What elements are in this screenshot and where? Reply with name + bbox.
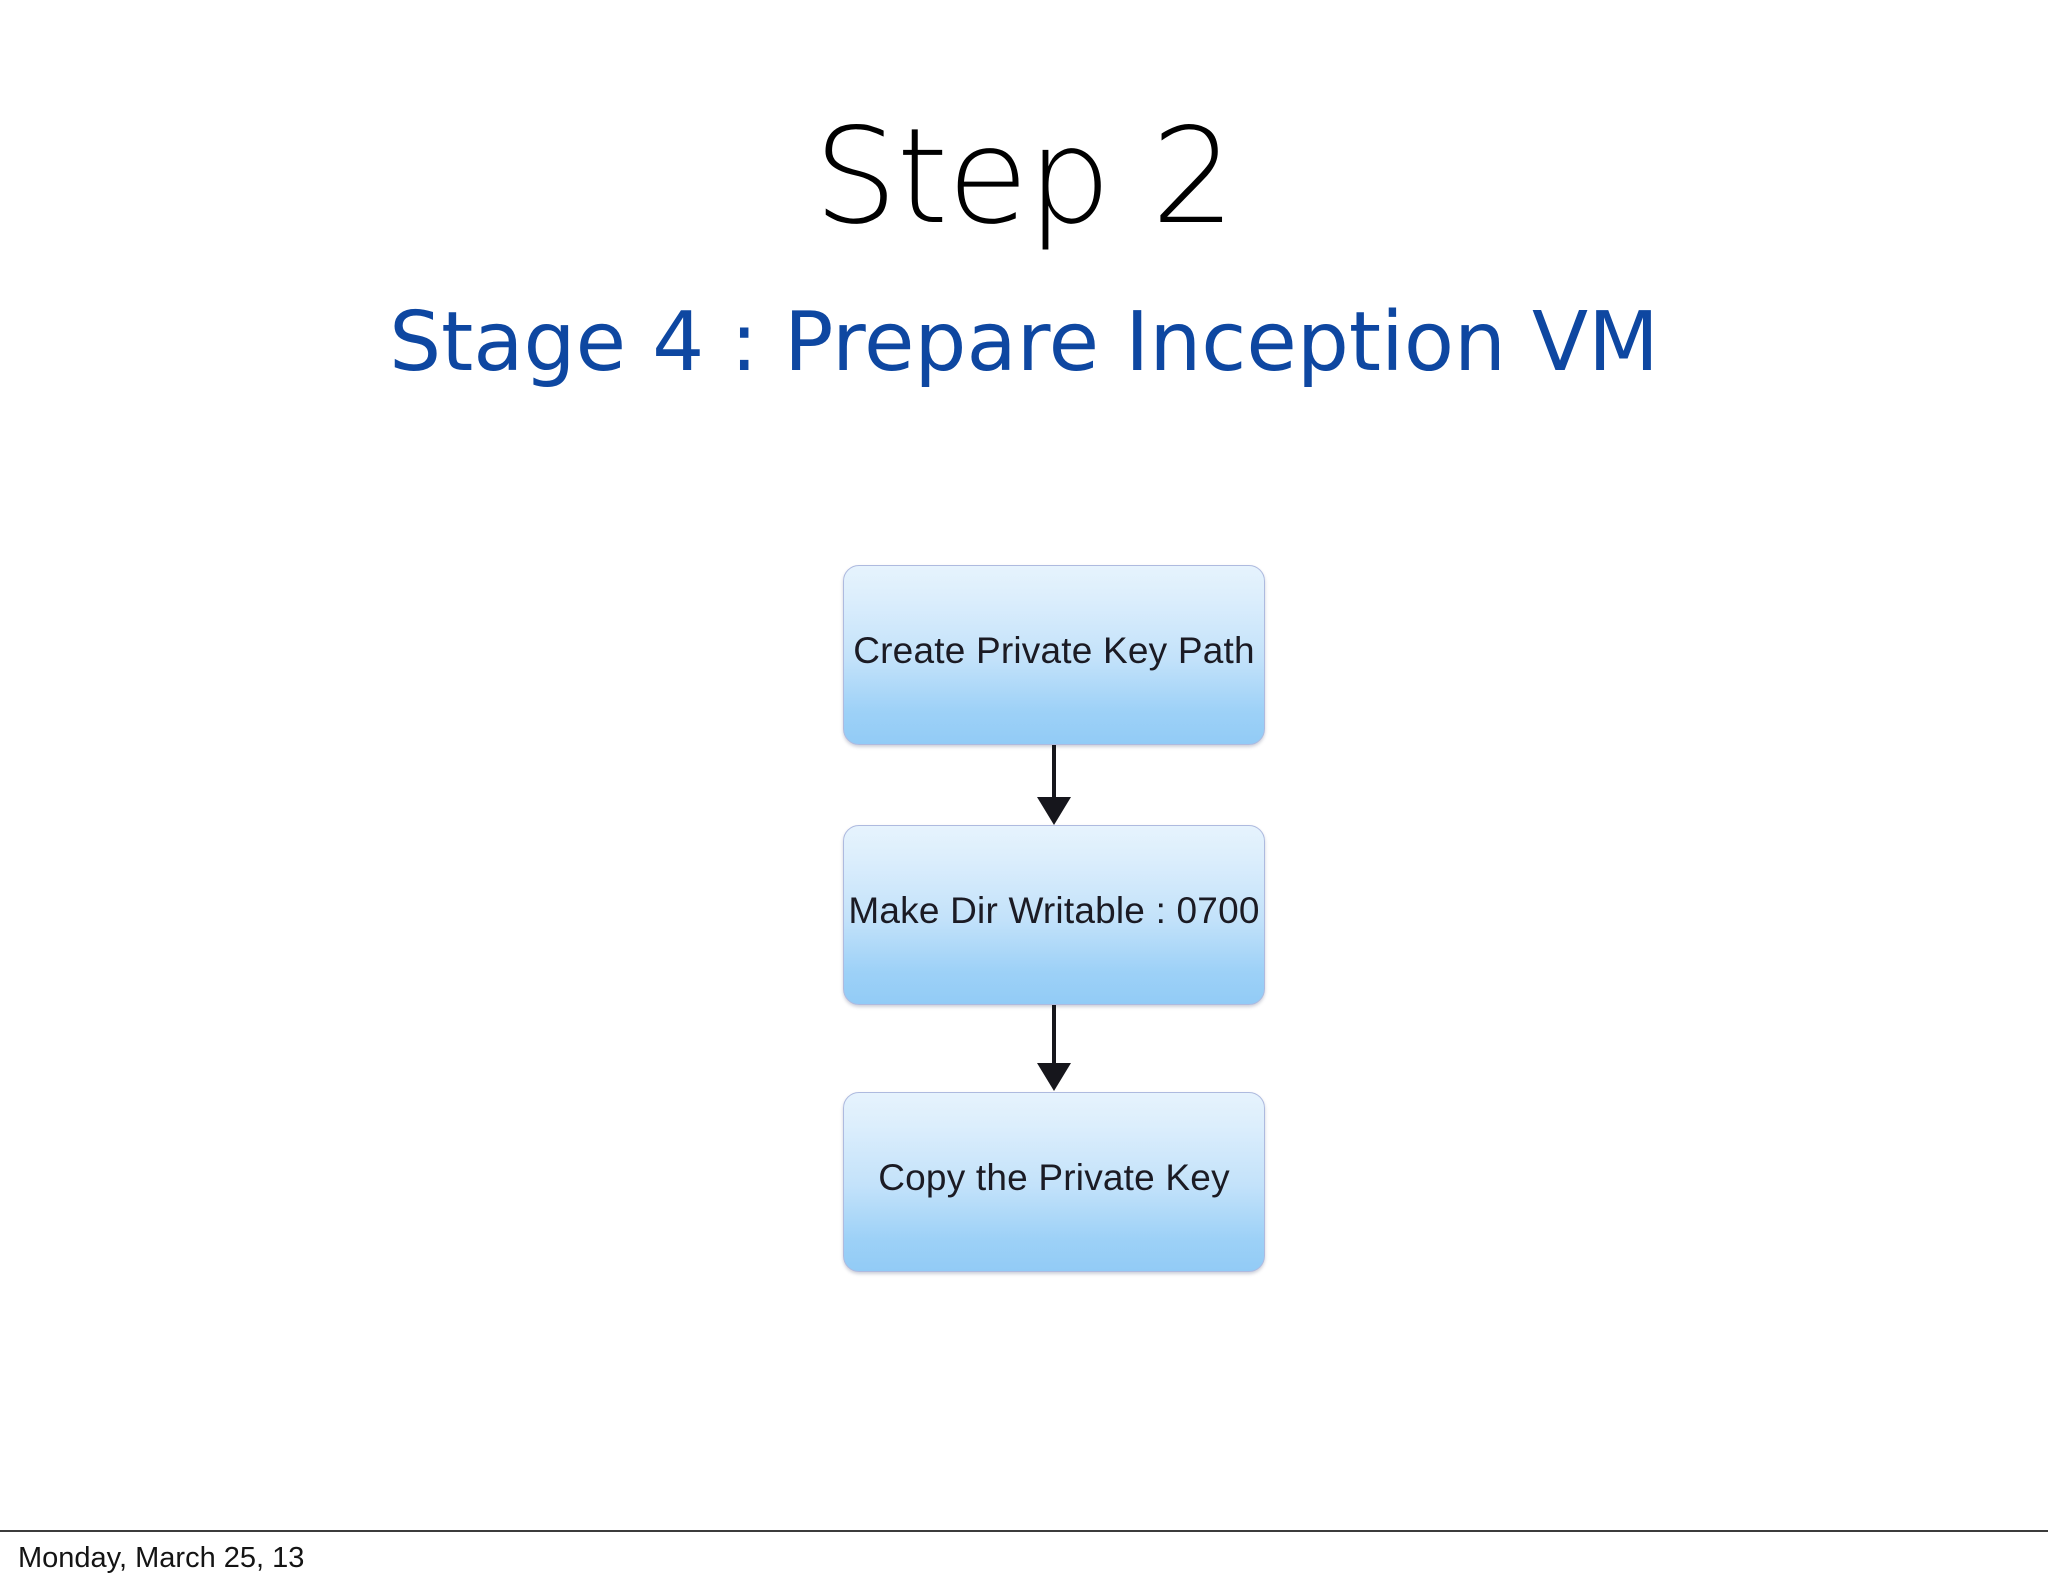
flowchart: Create Private Key Path Make Dir Writabl… bbox=[843, 565, 1265, 1272]
down-arrow-icon bbox=[1037, 745, 1071, 825]
footer-date: Monday, March 25, 13 bbox=[18, 1542, 305, 1574]
flow-node-make-dir-writable: Make Dir Writable : 0700 bbox=[843, 825, 1265, 1005]
flow-node-label: Copy the Private Key bbox=[878, 1157, 1230, 1198]
arrow-shaft bbox=[1052, 745, 1056, 799]
flow-node-create-private-key-path: Create Private Key Path bbox=[843, 565, 1265, 745]
arrow-head bbox=[1037, 1063, 1071, 1091]
flow-node-label: Create Private Key Path bbox=[853, 630, 1255, 671]
arrow-shaft bbox=[1052, 1005, 1056, 1065]
footer-divider bbox=[0, 1530, 2048, 1532]
page-subtitle: Stage 4 : Prepare Inception VM bbox=[389, 295, 1659, 390]
page-title: Step 2 bbox=[813, 100, 1236, 254]
flow-node-copy-the-private-key: Copy the Private Key bbox=[843, 1092, 1265, 1272]
down-arrow-icon bbox=[1037, 1005, 1071, 1092]
flow-node-label: Make Dir Writable : 0700 bbox=[848, 890, 1260, 931]
arrow-head bbox=[1037, 797, 1071, 825]
